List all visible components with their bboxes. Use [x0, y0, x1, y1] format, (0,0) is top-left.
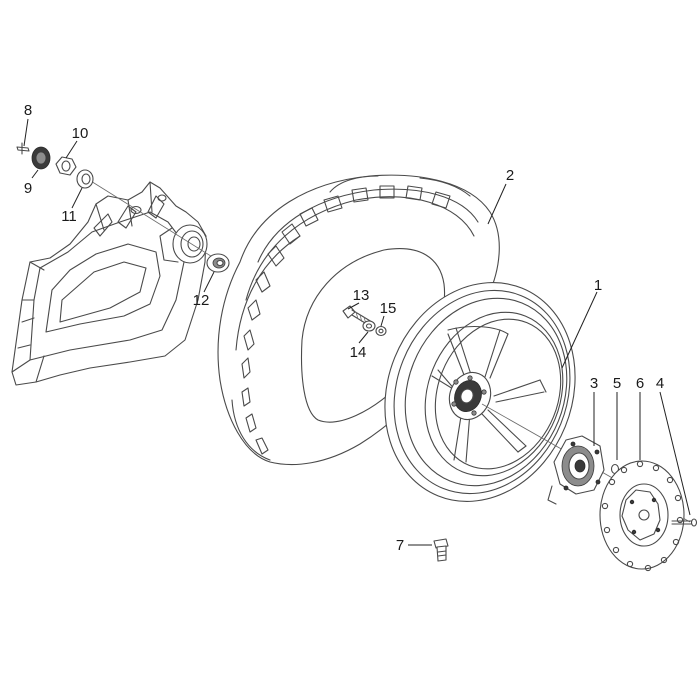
swingarm-bracket — [11, 181, 208, 386]
pin-part-8 — [16, 142, 30, 155]
washer-part-14 — [362, 320, 376, 332]
callout-5: 5 — [613, 375, 621, 392]
hub-flange-part-3 — [547, 435, 605, 505]
callout-14: 14 — [350, 344, 367, 361]
axle-centerline — [85, 177, 215, 259]
callout-10: 10 — [72, 125, 89, 142]
brake-disc-part-6 — [599, 460, 685, 572]
callout-15: 15 — [380, 300, 397, 317]
callout-2: 2 — [506, 167, 514, 184]
callout-8: 8 — [24, 102, 32, 119]
callout-4: 4 — [656, 375, 664, 392]
nut-part-10 — [55, 156, 77, 176]
callout-11: 11 — [61, 208, 77, 225]
callout-13: 13 — [353, 287, 370, 304]
callout-12: 12 — [193, 292, 210, 309]
bearing-part-12 — [206, 253, 230, 273]
leader-lines — [23, 118, 691, 546]
callout-9: 9 — [24, 180, 32, 197]
callout-7: 7 — [396, 537, 404, 554]
callout-labels: 1 2 3 4 5 6 7 8 9 10 11 12 13 14 15 — [24, 102, 664, 554]
valve-part-7 — [433, 538, 449, 562]
washer-part-15 — [375, 325, 387, 337]
callout-1: 1 — [594, 277, 602, 294]
callout-6: 6 — [636, 375, 644, 392]
wheel-rim-part-1 — [384, 282, 576, 502]
gear-nut-part-9 — [31, 146, 51, 170]
callout-3: 3 — [590, 375, 598, 392]
washer-part-11 — [76, 169, 94, 189]
tire-part-2 — [217, 174, 500, 466]
disc-screw-part-4 — [671, 518, 698, 527]
